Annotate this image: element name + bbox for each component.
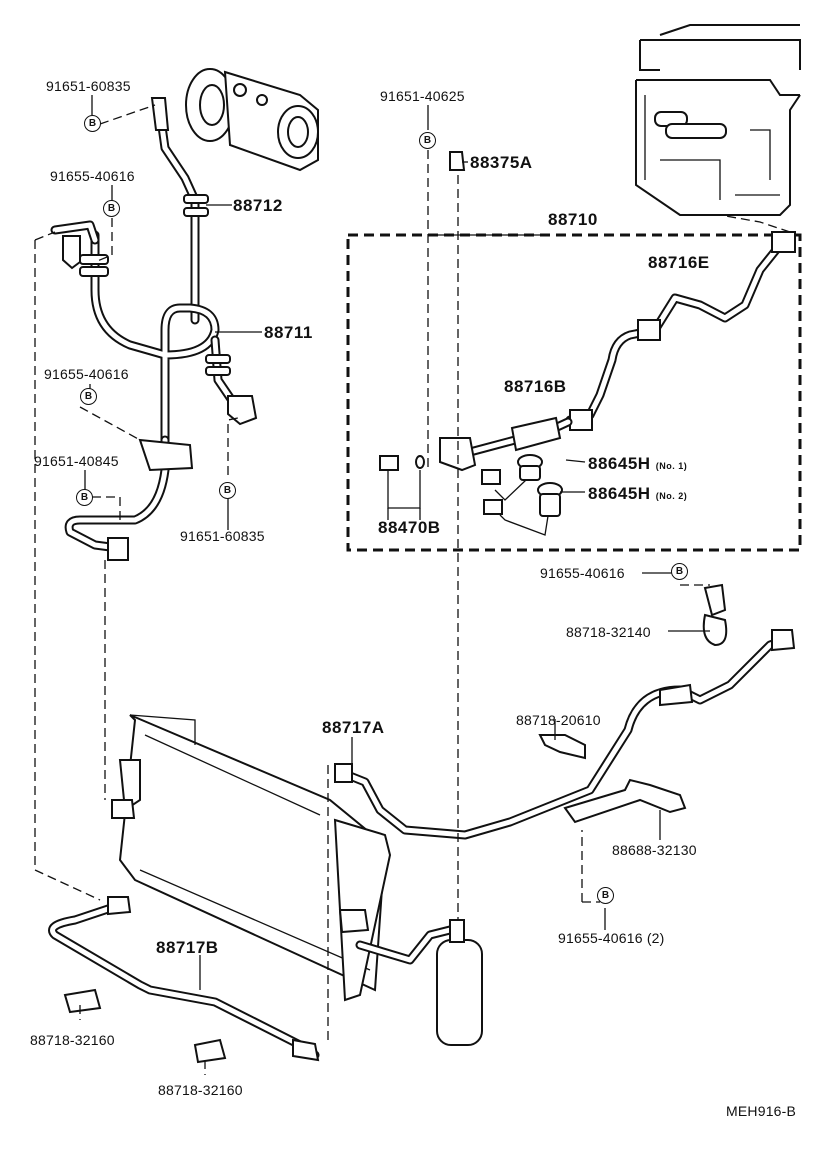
- label-88710: 88710: [548, 210, 598, 229]
- label-88645H-no2-note: (No. 2): [655, 491, 688, 501]
- cap-88375A: [449, 151, 466, 171]
- bolt-marker-b-2: B: [103, 200, 120, 217]
- label-91651-40625: 91651-40625: [380, 88, 465, 104]
- label-88716E: 88716E: [648, 253, 710, 272]
- label-88645H-no1: 88645H (No. 1): [588, 454, 687, 476]
- hose-88716B: [439, 416, 573, 472]
- leader-lines: [34, 95, 791, 1075]
- label-91655-40616-b: 91655-40616: [44, 366, 129, 382]
- compressor-drawing: [185, 68, 319, 172]
- evaporator-unit-drawing: [635, 24, 801, 216]
- discharge-hose-88711: [50, 220, 258, 445]
- label-91651-60835-top: 91651-60835: [46, 78, 131, 94]
- condenser-drawing: [111, 714, 392, 1040]
- tube-88717B: [48, 896, 320, 1062]
- clamp-88718-32160-right: [193, 1038, 227, 1064]
- label-88645H-no2-number: 88645H: [588, 484, 651, 503]
- bolt-marker-b-8: B: [597, 887, 614, 904]
- label-88718-32140: 88718-32140: [566, 624, 651, 640]
- label-88718-20610: 88718-20610: [516, 712, 601, 728]
- label-91651-40845: 91651-40845: [34, 453, 119, 469]
- bolt-marker-b-6: B: [419, 132, 436, 149]
- label-91655-40616-a: 91655-40616: [50, 168, 135, 184]
- bolt-marker-b-7: B: [671, 563, 688, 580]
- label-88688-32130: 88688-32130: [612, 842, 697, 858]
- clamp-88718-32160-left: [63, 988, 102, 1014]
- label-88645H-no2: 88645H (No. 2): [588, 484, 687, 506]
- clamp-88718-20610: [538, 734, 586, 760]
- bolt-marker-b-4: B: [76, 489, 93, 506]
- label-88718-32160-right: 88718-32160: [158, 1082, 243, 1098]
- bolt-marker-b-5: B: [219, 482, 236, 499]
- figure-code: MEH916-B: [726, 1103, 797, 1119]
- hose-88716E: [565, 231, 796, 431]
- clamp-88718-32140: [702, 583, 728, 647]
- label-88645H-no1-number: 88645H: [588, 454, 651, 473]
- label-91655-40616-d: 91655-40616 (2): [558, 930, 665, 946]
- label-88645H-no1-note: (No. 1): [655, 461, 688, 471]
- tube-assembly-88710-frame: [346, 233, 802, 552]
- pressure-switch-no2: [483, 482, 563, 536]
- label-88718-32160-left: 88718-32160: [30, 1032, 115, 1048]
- receiver-drier: [355, 919, 483, 1046]
- bracket-88688-32130: [563, 778, 687, 824]
- lower-left-hose: [64, 435, 194, 561]
- bolt-marker-b-1: B: [84, 115, 101, 132]
- label-88717A: 88717A: [322, 718, 385, 737]
- label-88470B: 88470B: [378, 518, 441, 537]
- suction-hose-88712: [150, 97, 209, 325]
- label-88375A: 88375A: [470, 153, 533, 172]
- label-91651-60835-bottom: 91651-60835: [180, 528, 265, 544]
- label-91655-40616-c: 91655-40616: [540, 565, 625, 581]
- label-88712: 88712: [233, 196, 283, 215]
- tube-88717A: [334, 629, 796, 840]
- label-88711: 88711: [264, 323, 313, 342]
- valve-88470B: [379, 455, 425, 509]
- pressure-switch-no1: [481, 454, 543, 501]
- label-88717B: 88717B: [156, 938, 219, 957]
- bolt-marker-b-3: B: [80, 388, 97, 405]
- label-88716B: 88716B: [504, 377, 567, 396]
